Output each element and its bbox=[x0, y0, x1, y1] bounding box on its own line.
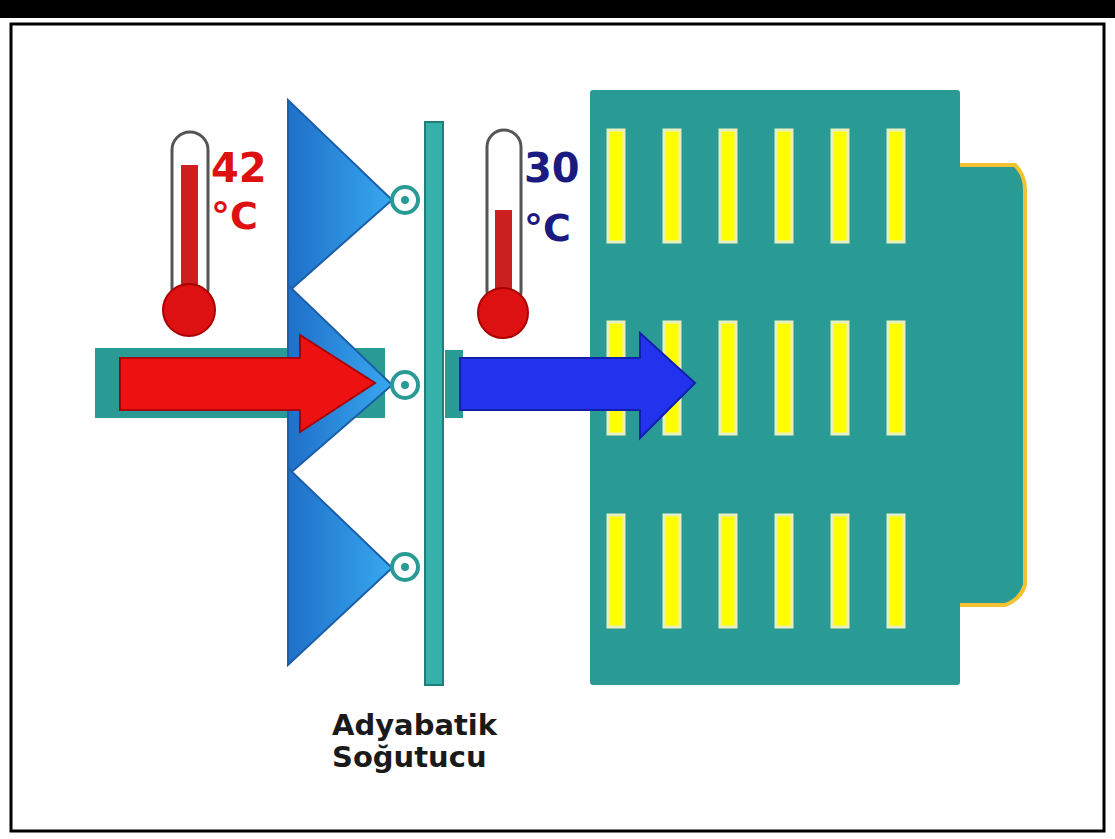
window bbox=[832, 322, 848, 434]
window bbox=[776, 322, 792, 434]
adiabatic-cooler bbox=[95, 100, 443, 685]
window bbox=[720, 515, 736, 627]
window bbox=[608, 130, 624, 242]
window bbox=[720, 322, 736, 434]
thermometer-hot bbox=[163, 132, 215, 336]
component-name: Adyabatik Soğutucu bbox=[332, 710, 562, 774]
frame bbox=[11, 24, 1104, 831]
temperature-value: 42 bbox=[211, 146, 267, 190]
temperature-unit: °C bbox=[524, 208, 571, 250]
hot-air-arrow bbox=[120, 335, 375, 432]
temperature-unit: °C bbox=[211, 196, 258, 238]
window bbox=[664, 515, 680, 627]
window bbox=[832, 515, 848, 627]
thermometer-cool bbox=[478, 130, 528, 338]
window bbox=[832, 130, 848, 242]
window bbox=[608, 515, 624, 627]
cool-air-arrow bbox=[460, 333, 695, 438]
window bbox=[720, 130, 736, 242]
window bbox=[664, 130, 680, 242]
window bbox=[888, 130, 904, 242]
window bbox=[776, 130, 792, 242]
window bbox=[776, 515, 792, 627]
window bbox=[888, 515, 904, 627]
top-bar bbox=[0, 0, 1115, 18]
temperature-value: 30 bbox=[524, 146, 580, 190]
window bbox=[888, 322, 904, 434]
